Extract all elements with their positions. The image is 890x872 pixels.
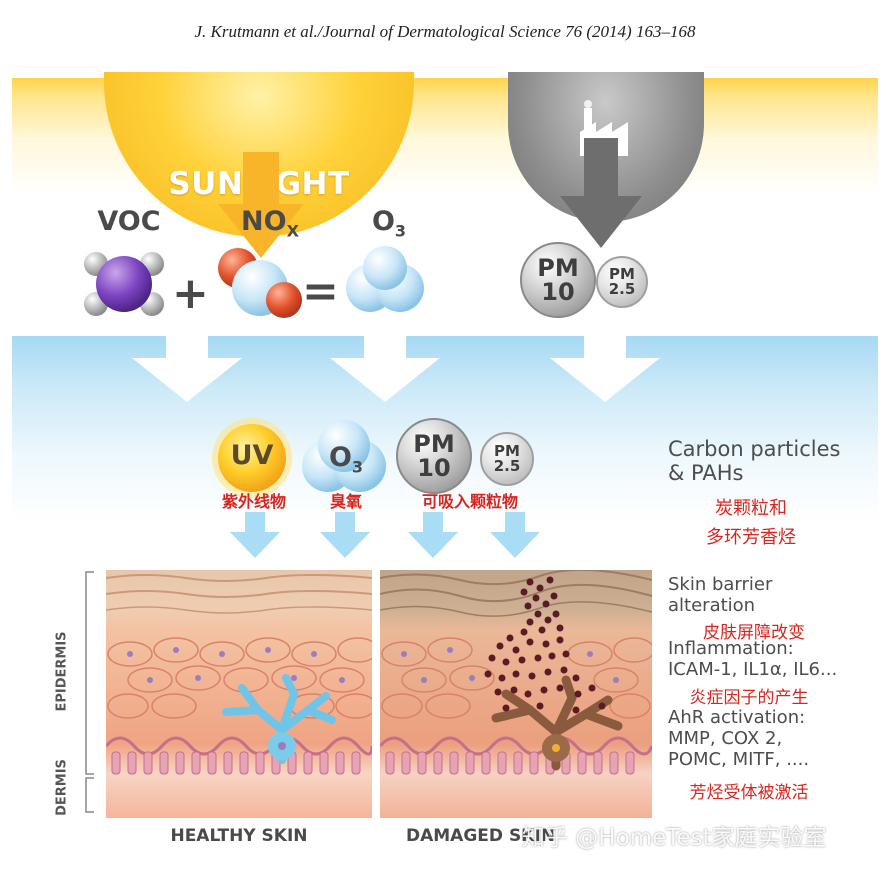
nox-label: NOX [230, 206, 310, 240]
o3-sub: 3 [394, 221, 407, 241]
top-panel: SUNLIGHT VOC NOX O3 [12, 72, 878, 336]
inflammation-line-2: ICAM-1, IL1α, IL6... [668, 659, 838, 680]
barrier-line-1: Skin barrier [668, 574, 773, 595]
uv-sun-icon [212, 418, 292, 498]
ahr-line-2: MMP, COX 2, [668, 728, 783, 749]
exposure-panel: UV O3 PM 10 PM 2.5 紫外线物 臭氧 可吸入颗粒物 [12, 336, 878, 568]
watermark: 知乎 @HomeTest家庭实验室 [522, 825, 827, 851]
ozone-label: O3 [312, 442, 380, 476]
pm10-ball-top: PM 10 [520, 242, 596, 318]
o3-main: O [371, 206, 395, 237]
pm25-ball: PM 2.5 [480, 432, 534, 486]
plus-sign: + [172, 268, 209, 319]
voc-label: VOC [97, 206, 161, 237]
ahr-line-1: AhR activation: [668, 707, 806, 728]
down-arrow-3 [550, 336, 660, 402]
small-arrow-4 [490, 512, 540, 558]
ahr-cn: 芳烃受体被激活 [689, 783, 809, 803]
down-arrow-1 [132, 336, 242, 402]
ozone-main: O [328, 442, 352, 473]
ozone-sub: 3 [351, 457, 364, 477]
voc-molecule-icon [84, 252, 164, 316]
nox-main: NO [241, 206, 287, 237]
carbon-line-2: & PAHs [668, 461, 744, 485]
inflammation-text: Inflammation: ICAM-1, IL1α, IL6... [668, 638, 837, 680]
damaged-skin-illustration [380, 570, 652, 818]
small-arrow-1 [230, 512, 280, 558]
ahr-text: AhR activation: MMP, COX 2, POMC, MITF, … [668, 707, 809, 770]
down-arrow-2 [330, 336, 440, 402]
nox-sub: X [286, 221, 299, 241]
pm25-value: 2.5 [493, 457, 521, 475]
pm10-ball: PM 10 [396, 418, 472, 494]
layer-bracket [85, 571, 94, 813]
sunlight-arrow [218, 152, 304, 258]
o3-label: O3 [354, 206, 424, 240]
nox-molecule-icon [218, 248, 302, 318]
inflammation-cn: 炎症因子的产生 [689, 688, 809, 708]
ozone-cn-label: 臭氧 [329, 492, 362, 511]
epidermis-label: EPIDERMIS [54, 631, 70, 712]
pm10-top-value: 10 [541, 278, 575, 306]
pm25-top-label: PM [609, 265, 635, 283]
uv-label: UV [230, 440, 274, 471]
healthy-skin-illustration [106, 570, 372, 818]
inflammation-line-1: Inflammation: [668, 638, 794, 659]
carbon-line-1: Carbon particles [668, 437, 841, 461]
small-arrow-3 [408, 512, 458, 558]
healthy-skin-label: HEALTHY SKIN [170, 826, 308, 846]
particles-cn-label: 可吸入颗粒物 [421, 492, 518, 511]
ozone-molecule-icon [346, 246, 424, 312]
pm25-ball-top: PM 2.5 [596, 256, 648, 308]
damaged-skin-label: DAMAGED SKIN [406, 826, 555, 846]
pm25-label: PM [494, 442, 520, 460]
carbon-cn-line-2: 多环芳香烃 [706, 527, 796, 548]
pm10-top-label: PM [537, 254, 579, 282]
carbon-cn: 炭颗粒和 多环芳香烃 [676, 494, 826, 552]
ahr-line-3: POMC, MITF, .... [668, 749, 810, 770]
ozone-icon [302, 420, 386, 492]
carbon-title: Carbon particles & PAHs [668, 437, 840, 485]
pm10-label: PM [413, 430, 455, 458]
barrier-cn: 皮肤屏障改变 [703, 623, 805, 643]
pollution-arrow [560, 138, 642, 248]
barrier-text: Skin barrier alteration [668, 574, 772, 616]
dermis-label: DERMIS [54, 759, 70, 816]
small-arrow-2 [320, 512, 370, 558]
carbon-cn-line-1: 炭颗粒和 [715, 498, 787, 519]
pm25-top-value: 2.5 [608, 280, 636, 298]
equals-sign: = [302, 266, 339, 317]
barrier-line-2: alteration [668, 595, 756, 616]
pm10-value: 10 [417, 454, 451, 482]
citation: J. Krutmann et al./Journal of Dermatolog… [194, 22, 696, 41]
uv-cn-label: 紫外线物 [221, 492, 286, 511]
